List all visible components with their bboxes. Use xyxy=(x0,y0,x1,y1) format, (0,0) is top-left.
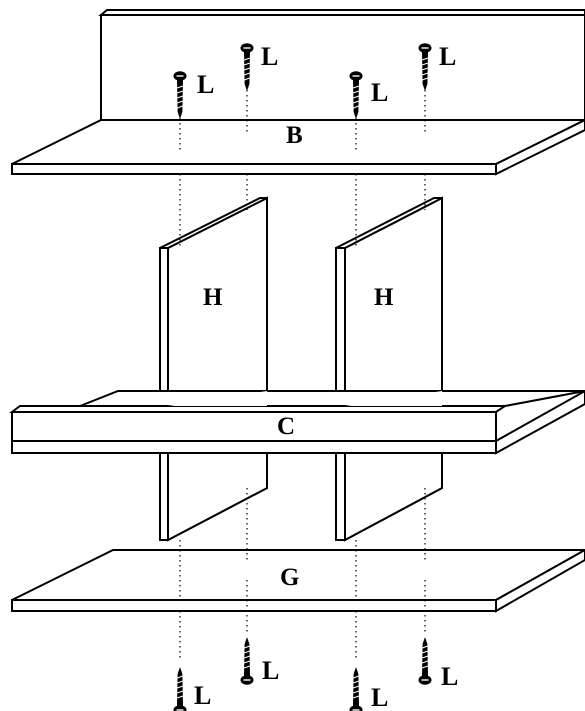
screw-label: L xyxy=(262,656,279,685)
divider-right-lower xyxy=(335,452,443,542)
label-h-right: H xyxy=(374,284,394,311)
screw-icon xyxy=(348,666,364,711)
screw-icon xyxy=(239,636,255,686)
screw-icon xyxy=(417,636,433,686)
screws-bottom xyxy=(172,636,433,711)
label-g: G xyxy=(280,564,299,591)
top-shelf-panel xyxy=(11,118,585,176)
screw-label: L xyxy=(194,681,211,710)
label-h-left: H xyxy=(203,284,223,311)
middle-shelf-c xyxy=(9,389,585,455)
screw-labels: L L L L L L L L xyxy=(194,42,458,711)
screw-label: L xyxy=(439,42,456,71)
alignment-guides xyxy=(179,90,426,660)
label-c: C xyxy=(277,413,295,440)
screw-icon xyxy=(172,666,188,711)
divider-upper-overlap xyxy=(168,391,442,406)
screw-label: L xyxy=(441,662,458,691)
screw-label: L xyxy=(197,70,214,99)
screw-label: L xyxy=(261,42,278,71)
bottom-panel-g xyxy=(11,548,585,613)
screw-label: L xyxy=(371,78,388,107)
divider-left-lower xyxy=(159,452,268,542)
label-b: B xyxy=(286,122,303,149)
back-panel-b xyxy=(98,9,585,121)
screw-label: L xyxy=(371,683,388,711)
